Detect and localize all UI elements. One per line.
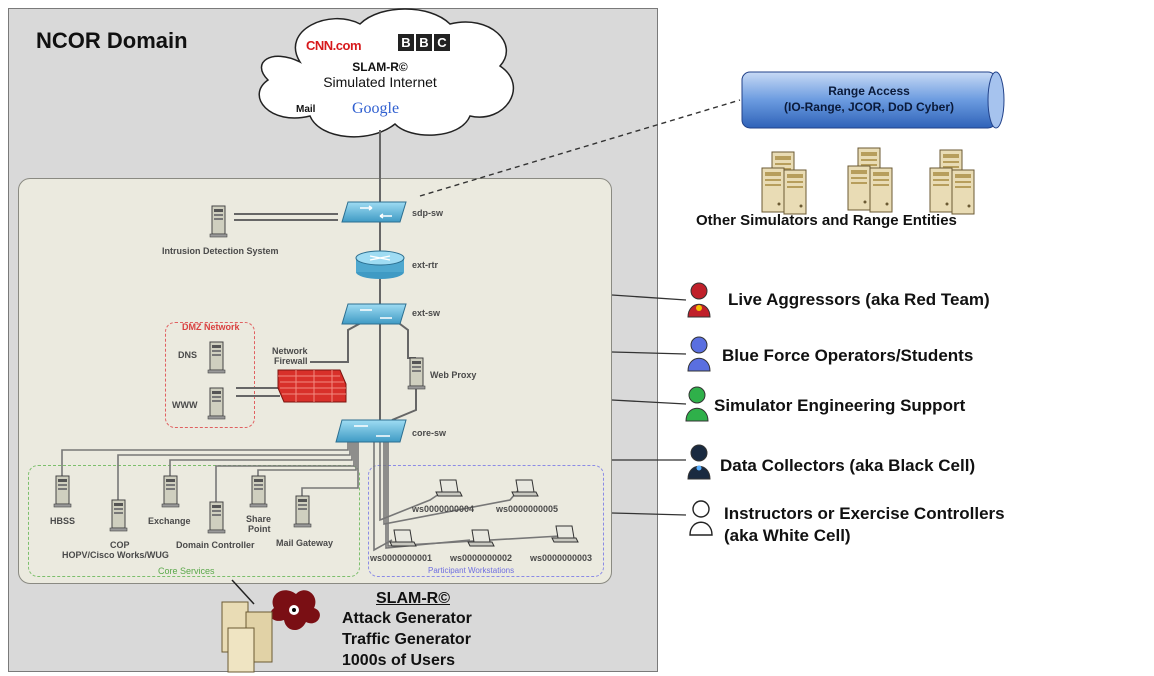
ws2-laptop-icon (467, 529, 495, 547)
network-firewall (277, 369, 347, 403)
core-sw-label: core-sw (412, 428, 447, 438)
firewall-label-line2: Firewall (274, 356, 308, 366)
bbc-logo-c: C (434, 34, 450, 51)
firewall-label-line1: Network (272, 346, 308, 356)
bbc-logo-b2: B (416, 34, 432, 51)
sharepoint-label-line2: Point (248, 524, 271, 534)
network-links (234, 130, 417, 421)
dns-label: DNS (178, 350, 198, 360)
ext-sw-label: ext-sw (412, 308, 441, 318)
sdp-sw-switch (341, 201, 407, 223)
exchange-server-icon (161, 475, 180, 508)
range-access-subtitle: (IO-Range, JCOR, DoD Cyber) (783, 100, 954, 114)
range-access-link (419, 99, 741, 197)
ws3-label: ws0000000003 (530, 553, 593, 563)
dns-server-icon (207, 341, 226, 374)
role-red-team-label: Live Aggressors (aka Red Team) (728, 290, 990, 309)
mail-label: Mail (296, 104, 316, 115)
bbc-logo-b1: B (398, 34, 414, 51)
role-connector-lines (611, 294, 687, 516)
ws2-label: ws0000000002 (450, 553, 513, 563)
ws4-laptop-icon (435, 479, 463, 497)
role-engineering-label: Simulator Engineering Support (714, 396, 966, 415)
person-icon (687, 282, 711, 318)
role-black-cell-icon (686, 444, 712, 485)
range-entity-server-icon (761, 167, 785, 213)
dmz-network-group (165, 322, 255, 428)
web-proxy-label: Web Proxy (430, 370, 477, 380)
mail-gateway-server-icon (293, 495, 312, 528)
person-icon (687, 336, 711, 372)
cop-server-icon (109, 499, 128, 532)
ids-label: Intrusion Detection System (162, 246, 279, 256)
role-white-cell-label-line2: (aka White Cell) (724, 526, 851, 545)
person-icon (689, 500, 713, 536)
ws4-label: ws0000000004 (412, 504, 475, 514)
ext-rtr-router (355, 250, 405, 279)
core-sw-switch (335, 419, 407, 443)
www-label: WWW (172, 400, 198, 410)
ws3-laptop-icon (551, 525, 579, 543)
slamr-users: 1000s of Users (342, 652, 455, 669)
range-entity-server-icon (783, 169, 807, 215)
role-white-cell-label-line1: Instructors or Exercise Controllers (724, 504, 1005, 523)
slamr-title: SLAM-R© (376, 590, 450, 607)
role-blue-force-icon (686, 336, 712, 377)
core-services-group (28, 465, 360, 577)
range-access-pipe (741, 71, 1005, 129)
cop-label-line2: HOPV/Cisco Works/WUG (62, 550, 169, 560)
sdp-sw-label: sdp-sw (412, 208, 444, 218)
participant-workstations-title: Participant Workstations (428, 566, 515, 575)
ws5-laptop-icon (511, 479, 539, 497)
www-server-icon (207, 387, 226, 420)
person-icon (685, 386, 709, 422)
slamr-generator-icon (221, 579, 320, 673)
role-engineering-icon (684, 386, 710, 427)
sharepoint-server-icon (249, 475, 268, 508)
bbc-logo: B B C (398, 34, 450, 51)
ws1-label: ws0000000001 (370, 553, 433, 563)
slamr-attack-generator: Attack Generator (342, 610, 472, 627)
ws5-label: ws0000000005 (496, 504, 559, 514)
participant-workstations-group (368, 465, 604, 577)
web-proxy-server-icon (407, 357, 426, 390)
hbss-server-icon (53, 475, 72, 508)
core-fanout-links (61, 440, 561, 552)
ids-server-icon (209, 205, 228, 238)
internet-subtitle: Simulated Internet (323, 74, 437, 90)
role-black-cell-label: Data Collectors (aka Black Cell) (720, 456, 976, 475)
range-entity-server-icon (869, 167, 893, 213)
sharepoint-label-line1: Share (246, 514, 272, 524)
internet-title: SLAM-R© (352, 60, 408, 74)
range-entity-server-icon (847, 165, 871, 211)
hbss-label: HBSS (50, 516, 76, 526)
ext-sw-switch (341, 303, 407, 325)
google-logo: Google (352, 100, 400, 117)
cnn-logo: CNN.com (306, 38, 362, 53)
range-access-title: Range Access (828, 84, 910, 98)
domain-controller-label: Domain Controller (176, 540, 255, 550)
role-white-cell-icon (688, 500, 714, 541)
slamr-traffic-generator: Traffic Generator (342, 631, 471, 648)
range-entity-server-icon (929, 167, 953, 213)
role-red-team-icon (686, 282, 712, 323)
ws1-laptop-icon (389, 529, 417, 547)
domain-title: NCOR Domain (36, 28, 188, 53)
domain-controller-server-icon (207, 501, 226, 534)
dmz-title: DMZ Network (182, 322, 240, 332)
exchange-label: Exchange (148, 516, 191, 526)
person-icon (687, 444, 711, 480)
ext-rtr-label: ext-rtr (412, 260, 439, 270)
role-blue-force-label: Blue Force Operators/Students (722, 346, 974, 365)
range-entity-server-icon (951, 169, 975, 215)
mail-gateway-label: Mail Gateway (276, 538, 334, 548)
cop-label-line1: COP (110, 540, 130, 550)
range-entities-label: Other Simulators and Range Entities (696, 212, 957, 229)
core-services-title: Core Services (158, 566, 215, 576)
